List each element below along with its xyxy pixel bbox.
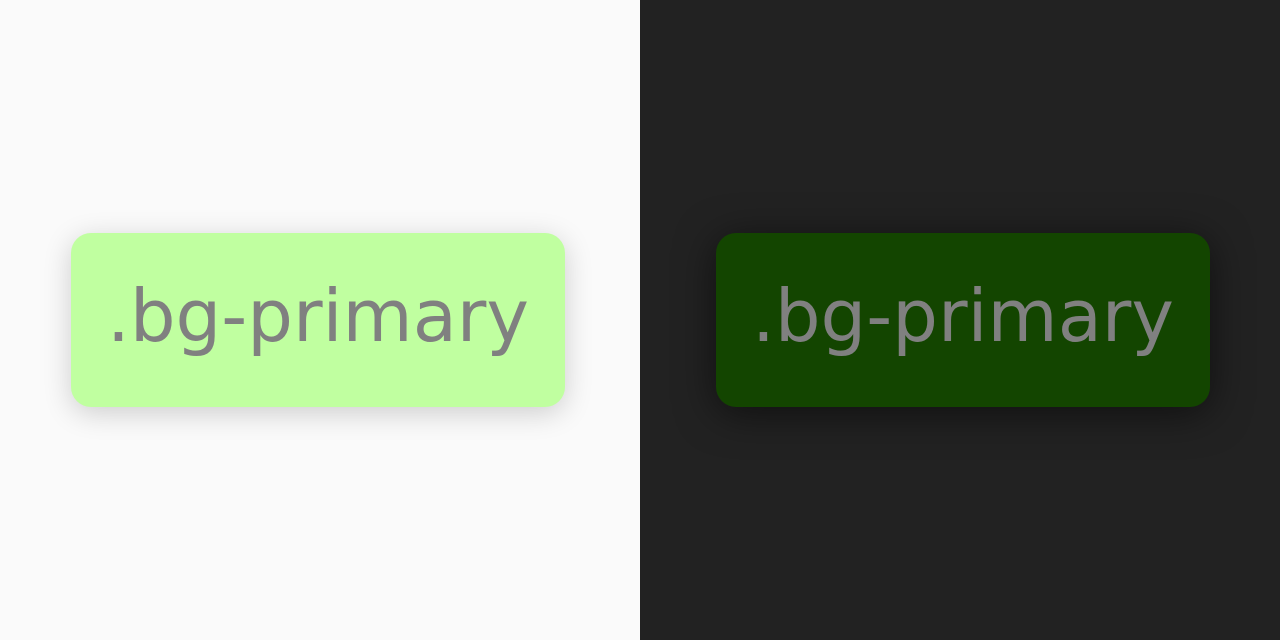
swatch-label-dark: .bg-primary — [751, 274, 1175, 358]
swatch-label-light: .bg-primary — [106, 274, 530, 358]
light-theme-panel: .bg-primary — [71, 233, 565, 407]
bg-primary-swatch-light: .bg-primary — [71, 233, 565, 407]
dark-theme-panel: .bg-primary — [640, 0, 1280, 640]
bg-primary-swatch-dark: .bg-primary — [716, 233, 1210, 407]
